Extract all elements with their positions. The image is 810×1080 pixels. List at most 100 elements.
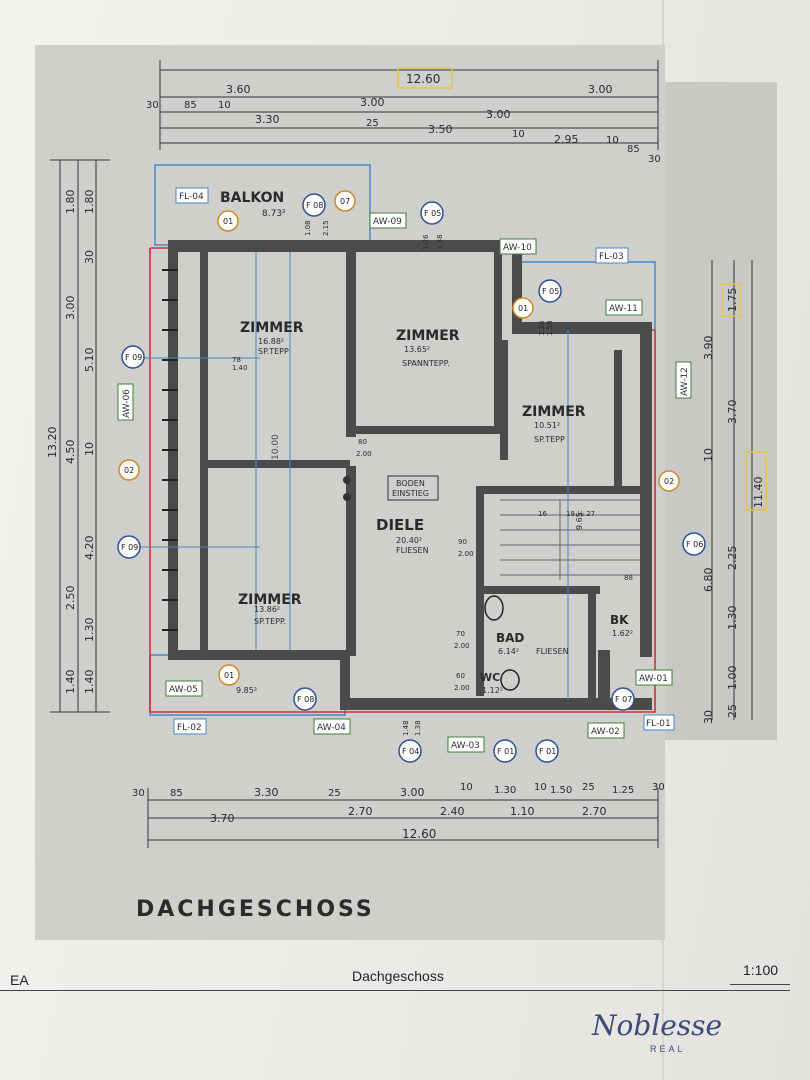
inner-dimension-labels: 10.00 9.65 78 1.40 1.08 2.15 1.26 1.38 8…: [232, 220, 633, 736]
dim-bottom-r2-4: 2.70: [582, 805, 607, 818]
orange-02-right: 02: [664, 477, 674, 486]
inner-dim-17: 1.48: [402, 720, 410, 736]
bottom-dimension-labels: 30 85 3.30 25 3.00 10 1.30 10 1.50 25 1.…: [132, 782, 665, 841]
orange-07: 07: [340, 197, 350, 206]
dim-bottom-r2-1: 2.70: [348, 805, 373, 818]
dim-top-r3-6: 30: [648, 154, 661, 165]
marker-f08-top: F 08: [306, 201, 323, 210]
tag-aw-06: AW-06: [122, 389, 132, 418]
dim-right-0: 1.75: [726, 288, 739, 313]
label-zimmer2-floor: SPANNTEPP.: [402, 359, 450, 368]
dim-top-r2-1: 85: [184, 100, 197, 111]
dim-right-3: 11.40: [752, 477, 765, 509]
marker-f05-top: F 05: [424, 209, 441, 218]
inner-dim-0: 10.00: [271, 434, 281, 460]
inner-dim-16: 1.38: [414, 720, 422, 736]
chimney-dot-1: [343, 476, 351, 484]
dim-bottom-total: 12.60: [402, 827, 436, 841]
bad-toilet: [484, 595, 504, 621]
inner-dim-13: 2.00: [454, 642, 470, 650]
right-dimensions: [711, 260, 753, 720]
room-labels: BALKON 8.73² ZIMMER 16.88² SP.TEPP ZIMME…: [220, 190, 633, 695]
dim-left-5: 4.50: [64, 440, 77, 465]
label-zimmer1: ZIMMER: [240, 320, 304, 336]
dim-left-12: 1.30: [83, 618, 96, 643]
dim-right-1: 3.90: [702, 336, 715, 361]
dim-right-6: 6.80: [702, 568, 715, 593]
label-diele-floor: FLIESEN: [396, 546, 429, 555]
tag-aw-11: AW-11: [609, 304, 638, 314]
inner-dim-21: 16: [538, 510, 547, 518]
footer-code: EA: [10, 972, 29, 988]
label-diele-area: 20.40²: [396, 536, 422, 545]
inner-dim-6: 1.26: [422, 234, 430, 250]
dim-top-r3-0: 25: [366, 118, 379, 129]
footer-rule: [0, 990, 790, 991]
dim-bottom-r1-7: 10: [534, 782, 547, 793]
label-zimmer3-floor: SP.TEPP: [534, 435, 565, 444]
label-balkon-area: 8.73²: [262, 209, 286, 219]
dim-bottom-r1-4: 3.00: [400, 786, 425, 799]
inner-dim-20: 88: [624, 574, 633, 582]
left-dimensions: [50, 159, 110, 713]
label-boden: BODEN: [396, 479, 425, 488]
staircase: [500, 499, 640, 580]
roof-outline-blue: [515, 261, 656, 330]
label-diele: DIELE: [376, 516, 424, 534]
dim-bottom-r1-8: 1.50: [550, 785, 572, 796]
dim-bottom-r1-1: 85: [170, 788, 183, 799]
right-highlight-1: [721, 283, 741, 317]
tag-aw-02: AW-02: [591, 727, 620, 737]
scanned-sheet-right: [665, 82, 777, 740]
logo-subtext: REAL: [650, 1044, 686, 1054]
dim-left-3: 5.10: [83, 348, 96, 373]
tag-aw-05: AW-05: [169, 685, 198, 695]
total-width-highlight: [397, 67, 453, 89]
dim-bottom-r2-3: 1.10: [510, 805, 535, 818]
dim-bottom-r1-9: 25: [582, 782, 595, 793]
dim-top-r2-2: 10: [218, 100, 231, 111]
dim-left-11: 10: [83, 442, 96, 456]
dim-top-r3-4: 10: [606, 135, 619, 146]
dim-top-r2-5: 3.00: [486, 108, 511, 121]
tag-aw-01: AW-01: [639, 674, 668, 684]
footer-scale: 1:100: [743, 962, 779, 978]
right-dimension-labels: 1.75 3.90 3.70 11.40 10 2.25 6.80 1.30 1…: [702, 288, 765, 725]
dim-top-total: 12.60: [406, 72, 440, 86]
label-bad: BAD: [496, 631, 524, 645]
label-zimmer4: ZIMMER: [238, 592, 302, 608]
footer-title: Dachgeschoss: [352, 968, 444, 984]
dim-left-10: 30: [83, 250, 96, 264]
tag-aw-04: AW-04: [317, 723, 346, 733]
inner-dim-8: 80: [358, 438, 367, 446]
walls: [168, 240, 652, 710]
tag-aw-10: AW-10: [503, 243, 532, 253]
inner-dim-11: 2.00: [458, 550, 474, 558]
chimney-dot-2: [343, 493, 351, 501]
dim-top-r1-a: 3.60: [226, 83, 251, 96]
inner-dim-15: 2.00: [454, 684, 470, 692]
inner-dim-4: 1.08: [304, 220, 312, 236]
dim-right-9: 30: [702, 710, 715, 724]
wc-toilet: [500, 669, 520, 691]
label-bk: BK: [610, 613, 629, 627]
tag-fl-02: FL-02: [177, 723, 202, 733]
dim-top-r2-0: 30: [146, 100, 159, 111]
inner-dim-14: 60: [456, 672, 465, 680]
inner-dim-10: 90: [458, 538, 467, 546]
label-wc-area: 1.12²: [482, 686, 503, 695]
dim-left-1: 1.80: [83, 190, 96, 215]
dim-right-10: 25: [726, 704, 739, 718]
tag-fl-01: FL-01: [646, 719, 671, 729]
inner-dim-1: 9.65: [575, 512, 584, 530]
tags: FL-04 AW-09 AW-10 FL-03 AW-11 AW-12 AW-0…: [117, 187, 692, 753]
bottom-dimensions: [147, 788, 659, 848]
label-wc: WC: [480, 671, 500, 684]
tag-aw-12: AW-12: [680, 367, 690, 396]
label-zimmer1-area: 16.88²: [258, 337, 284, 346]
dim-bottom-r2-0: 3.70: [210, 812, 235, 825]
dim-bottom-r1-6: 1.30: [494, 785, 516, 796]
dim-bottom-r1-11: 30: [652, 782, 665, 793]
label-balkon: BALKON: [220, 190, 284, 206]
window-markers: F 08 F 05 F 05 F 09 F 09 F 06 F 08 F 07 …: [117, 193, 706, 763]
